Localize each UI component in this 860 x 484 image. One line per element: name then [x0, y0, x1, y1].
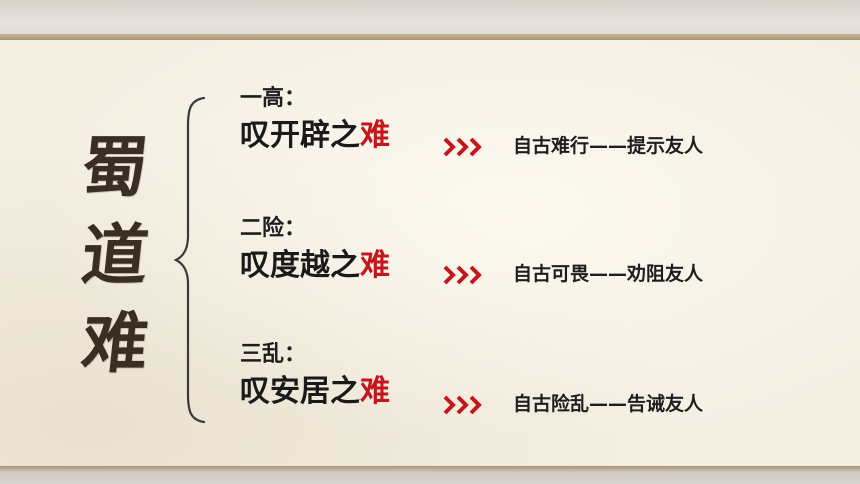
row-1-phrase-emphasis: 难	[360, 118, 390, 153]
title-char-3: 难	[77, 304, 153, 382]
row-2-result: 自古可畏——劝阻友人	[513, 263, 704, 285]
row-3-phrase-emphasis: 难	[360, 374, 390, 409]
title-char-1: 蜀	[77, 128, 153, 206]
paper-panel	[0, 40, 860, 466]
row-2-phrase-main: 叹度越之	[240, 248, 360, 283]
top-border-band	[0, 0, 860, 40]
row-1-label: 一高：	[240, 86, 307, 111]
triple-chevron-right-icon	[443, 265, 482, 285]
triple-chevron-right-icon	[443, 395, 482, 415]
row-2-label: 二险：	[240, 216, 307, 241]
triple-chevron-right-icon	[443, 137, 482, 157]
row-1-result: 自古难行——提示友人	[513, 135, 704, 157]
row-2: 二险： 叹度越之难	[240, 216, 390, 286]
row-1-phrase-main: 叹开辟之	[240, 118, 360, 153]
row-3-phrase-main: 叹安居之	[240, 374, 360, 409]
left-brace-icon	[173, 96, 206, 424]
vertical-title: 蜀 道 难	[60, 128, 170, 382]
bottom-border-band	[0, 466, 860, 484]
row-2-phrase-emphasis: 难	[360, 248, 390, 283]
row-1: 一高： 叹开辟之难	[240, 86, 390, 156]
row-3-result: 自古险乱——告诫友人	[513, 393, 704, 415]
title-char-2: 道	[77, 216, 153, 294]
row-3-phrase: 叹安居之难	[240, 372, 390, 412]
row-3: 三乱： 叹安居之难	[240, 342, 390, 412]
row-3-label: 三乱：	[240, 342, 307, 367]
row-1-phrase: 叹开辟之难	[240, 116, 390, 156]
row-2-phrase: 叹度越之难	[240, 246, 390, 286]
